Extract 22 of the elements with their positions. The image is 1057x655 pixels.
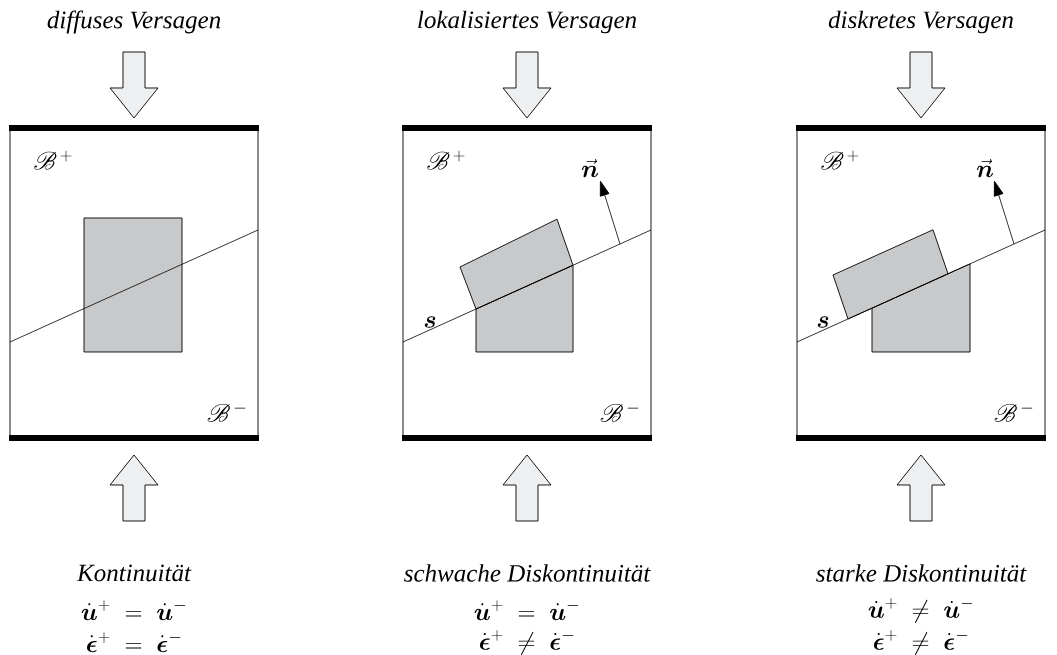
formula: $\dot{\boldsymbol{\epsilon}}^{+} \;=\; \dot{\boldsymbol{\epsilon}}^{-}$ [87,632,181,653]
formula: $\dot{\boldsymbol{u}}^{+} \;=\; \dot{\boldsymbol{u}}^{-}$ [474,600,579,621]
formula: $\dot{\boldsymbol{u}}^{+} \;=\; \dot{\boldsymbol{u}}^{-}$ [81,600,186,621]
heading: diffuses Versagen [47,10,221,34]
region-label: $\mathscr{B}^{\,+}$ [821,150,859,170]
region-label: $\mathscr{B}^{\,-}$ [207,403,246,422]
heading: diskretes Versagen [828,10,1013,34]
node-label: starke Diskontinuität [816,564,1027,582]
region-label: $\boldsymbol{s}$ [424,316,436,328]
region-label: $\mathscr{B}^{\,+}$ [34,150,72,170]
region-label: $\vec{\boldsymbol{n}}$ [976,158,994,178]
formula: $\dot{\boldsymbol{\epsilon}}^{+} \;\neq\; \dot{\boldsymbol{\epsilon}}^{-}$ [480,629,574,655]
region-label: $\mathscr{B}^{\,-}$ [994,403,1033,422]
region-label: $\mathscr{B}^{\,+}$ [427,150,465,170]
region-label: $\vec{\boldsymbol{n}}$ [581,158,599,178]
formula: $\dot{\boldsymbol{u}}^{+} \;\neq\; \dot{\boldsymbol{u}}^{-}$ [868,597,973,623]
node-label: Kontinuität [76,564,192,582]
node-label: schwache Diskontinuität [404,564,651,582]
heading: lokalisiertes Versagen [418,10,637,34]
region-label: $\boldsymbol{s}$ [817,316,829,328]
region-label: $\mathscr{B}^{\,-}$ [600,403,639,422]
formula: $\dot{\boldsymbol{\epsilon}}^{+} \;\neq\; \dot{\boldsymbol{\epsilon}}^{-}$ [874,629,968,655]
